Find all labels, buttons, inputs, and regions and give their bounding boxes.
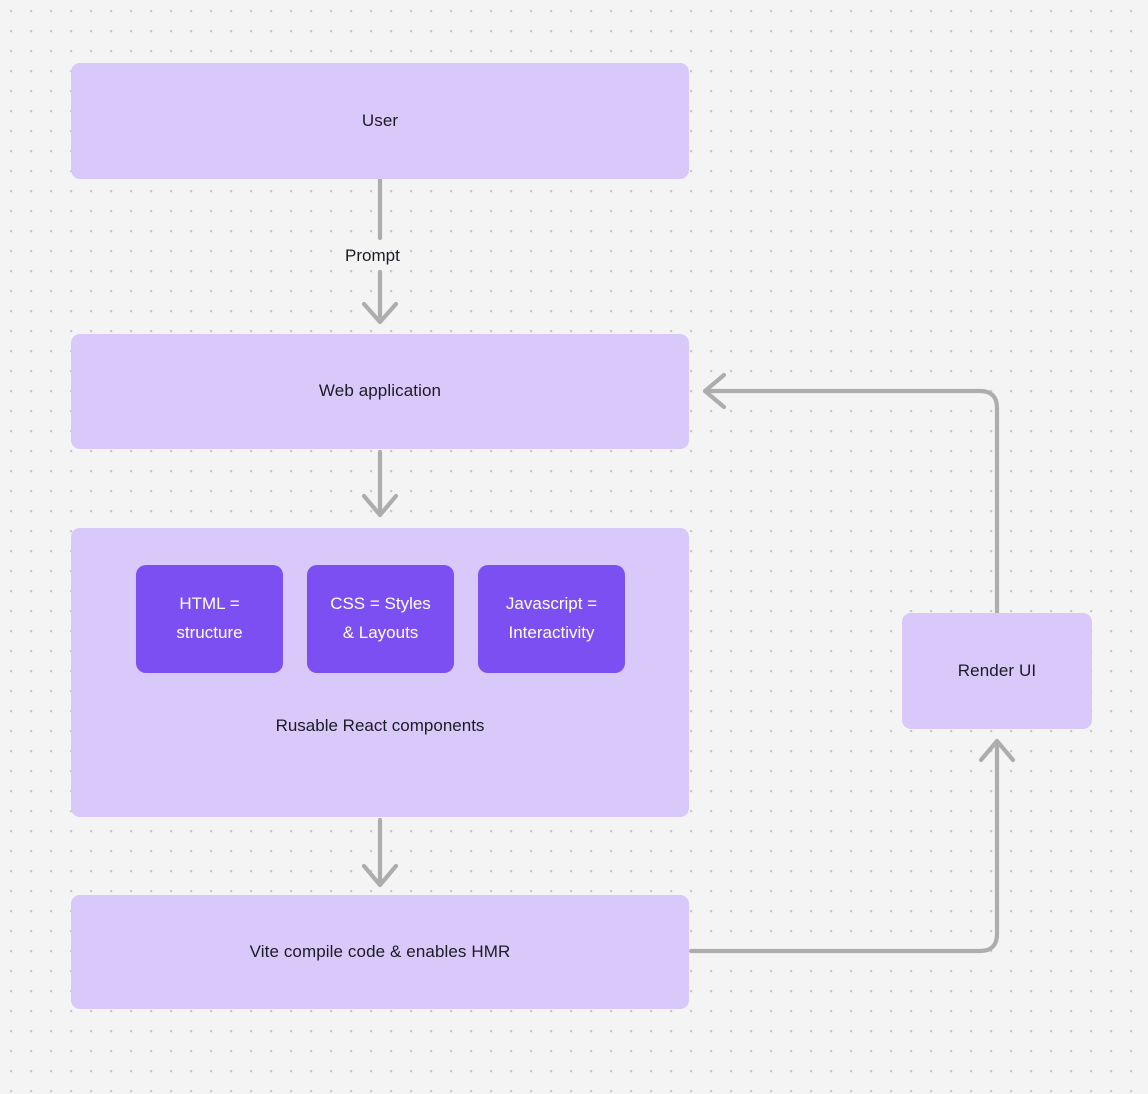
chip-javascript[interactable]: Javascript = Interactivity [478, 565, 625, 673]
node-render-ui[interactable]: Render UI [902, 613, 1092, 729]
chip-html-line1: HTML = [179, 594, 240, 614]
edge-vite-to-render [688, 738, 1016, 954]
chip-html[interactable]: HTML = structure [136, 565, 283, 673]
node-render-ui-label: Render UI [957, 660, 1037, 680]
chip-css-label: CSS = Styles & Layouts [330, 590, 431, 648]
node-vite-label: Vite compile code & enables HMR [249, 941, 511, 961]
chip-javascript-line2: Interactivity [508, 623, 595, 642]
node-user[interactable]: User [71, 63, 689, 179]
chip-css[interactable]: CSS = Styles & Layouts [307, 565, 454, 673]
node-web-application-label: Web application [318, 381, 442, 401]
edge-render-to-webapp [702, 372, 1000, 616]
chip-row: HTML = structure CSS = Styles & Layouts Ja… [136, 565, 625, 673]
chip-css-line1: CSS = Styles [330, 594, 431, 614]
chip-javascript-label: Javascript = Interactivity [506, 590, 597, 648]
edge-react-to-vite [361, 817, 399, 888]
node-vite[interactable]: Vite compile code & enables HMR [71, 895, 689, 1009]
node-web-application[interactable]: Web application [71, 334, 689, 449]
node-user-label: User [361, 110, 399, 130]
node-react-components[interactable]: HTML = structure CSS = Styles & Layouts Ja… [71, 528, 689, 817]
chip-css-line2: & Layouts [342, 623, 419, 642]
node-react-components-label: Rusable React components [275, 716, 485, 735]
chip-html-label: HTML = structure [176, 590, 242, 648]
chip-html-line2: structure [176, 623, 243, 642]
chip-javascript-line1: Javascript = [505, 594, 598, 614]
edge-label-prompt: Prompt [345, 246, 400, 265]
edge-webapp-to-react [361, 449, 399, 518]
